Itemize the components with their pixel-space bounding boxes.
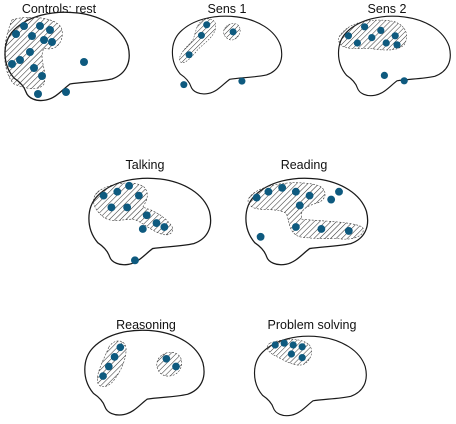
activation-dot — [335, 187, 343, 196]
activation-dot — [123, 203, 132, 212]
activation-region — [93, 182, 173, 236]
activation-dot — [393, 41, 401, 49]
activation-dot — [400, 77, 408, 85]
activation-dot — [361, 23, 369, 31]
panel-controls-rest: Controls: rest — [4, 2, 130, 102]
panel-title: Reasoning — [116, 318, 176, 332]
brain-outline — [84, 329, 205, 416]
panel-sens-1: Sens 1 — [171, 2, 283, 95]
activation-dot — [40, 36, 48, 44]
activation-dot — [264, 187, 273, 196]
activation-dot — [26, 48, 34, 56]
brain-outline — [88, 177, 212, 266]
activation-dot — [38, 72, 46, 80]
panel-title: Problem solving — [268, 318, 357, 332]
activation-dot — [344, 32, 352, 40]
activation-dot — [8, 60, 16, 68]
brain-outline — [171, 15, 283, 95]
panel-reading: Reading — [245, 158, 369, 266]
activation-dots — [344, 23, 408, 85]
activation-dot — [380, 71, 388, 79]
activation-dot — [138, 225, 147, 233]
panel-reasoning: Reasoning — [84, 318, 205, 416]
activation-dot — [36, 22, 44, 30]
activation-dots — [99, 181, 169, 265]
activation-dot — [298, 343, 306, 351]
activation-dot — [160, 223, 169, 231]
activation-dot — [30, 64, 38, 72]
activation-dot — [298, 354, 306, 362]
activation-region — [247, 182, 364, 240]
activation-dot — [291, 223, 300, 231]
activation-dot — [256, 232, 265, 241]
activation-dot — [131, 256, 139, 265]
panel-title: Sens 1 — [208, 2, 247, 16]
activation-dot — [142, 211, 151, 220]
activation-dot — [327, 195, 336, 204]
activation-dot — [99, 191, 108, 200]
activation-dots — [8, 22, 88, 98]
activation-dot — [229, 28, 237, 36]
activation-dot — [289, 341, 297, 349]
activation-dots — [271, 339, 306, 362]
activation-dot — [104, 362, 113, 371]
activation-dot — [305, 191, 314, 200]
activation-dot — [197, 31, 205, 39]
activation-dot — [46, 26, 54, 34]
activation-dot — [317, 225, 326, 233]
activation-dot — [278, 183, 287, 192]
activation-dot — [162, 354, 171, 363]
activation-dot — [99, 372, 107, 380]
activation-dot — [252, 193, 261, 202]
activation-dot — [16, 56, 24, 64]
activation-dots — [99, 343, 180, 380]
activation-dot — [280, 339, 288, 347]
activation-dots — [180, 21, 246, 89]
activation-dot — [20, 22, 28, 30]
activation-dot — [12, 30, 20, 38]
activation-dot — [48, 38, 56, 46]
panel-problem-solving: Problem solving — [253, 318, 367, 417]
activation-dot — [107, 203, 116, 212]
brain-outline — [253, 335, 367, 417]
brain-outline — [245, 177, 369, 266]
activation-dot — [80, 58, 88, 66]
activation-dot — [353, 39, 361, 47]
activation-dot — [110, 353, 119, 361]
panel-title: Reading — [281, 158, 328, 172]
activation-dot — [382, 39, 390, 47]
brain-outline — [4, 11, 130, 102]
activation-dot — [377, 26, 385, 34]
activation-dot — [287, 350, 295, 358]
brain-outline — [337, 15, 451, 97]
activation-dot — [238, 77, 246, 85]
activation-dot — [28, 32, 36, 40]
panel-title: Talking — [126, 158, 165, 172]
activation-dot — [34, 90, 42, 98]
activation-dot — [368, 34, 376, 42]
panel-sens-2: Sens 2 — [337, 2, 451, 97]
activation-dot — [271, 341, 279, 349]
activation-dot — [172, 362, 180, 371]
activation-dot — [152, 219, 161, 227]
activation-dot — [295, 201, 304, 210]
activation-dot — [391, 32, 399, 40]
panel-talking: Talking — [88, 158, 212, 266]
activation-dot — [113, 187, 122, 196]
panel-title: Sens 2 — [368, 2, 407, 16]
activation-dot — [291, 187, 300, 196]
activation-dot — [203, 21, 211, 29]
activation-dot — [125, 181, 133, 190]
activation-dot — [185, 51, 193, 59]
activation-dot — [344, 227, 353, 235]
activation-dot — [134, 191, 143, 200]
activation-dots — [252, 183, 353, 241]
activation-dot — [180, 81, 188, 89]
activation-dot — [116, 343, 125, 352]
activation-dot — [62, 88, 70, 96]
